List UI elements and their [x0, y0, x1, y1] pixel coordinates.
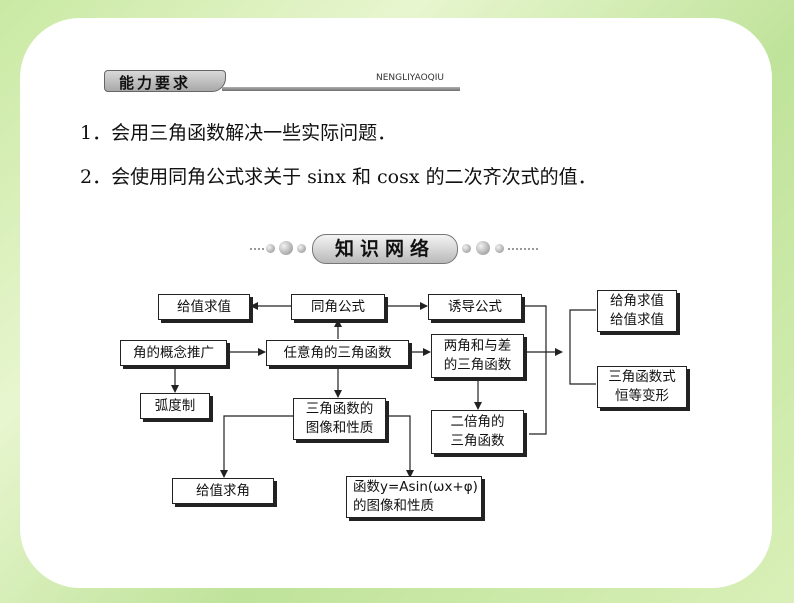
header-dot-right-2 — [476, 241, 490, 255]
node-sum-difference: 两角和与差 的三角函数 — [431, 334, 524, 378]
header-dot-left-3 — [297, 244, 306, 253]
node-given-value-find-value: 给值求值 — [158, 294, 250, 320]
knowledge-network-title: 知识网络 — [334, 238, 435, 260]
node-same-angle-formula: 同角公式 — [291, 294, 385, 320]
section-header-underline — [222, 87, 460, 91]
section-header-title: 能力要求 — [119, 74, 192, 92]
section-header-pill: 能力要求 — [104, 70, 226, 92]
knowledge-network-plate: 知识网络 — [312, 234, 458, 264]
header-dot-right-3 — [495, 244, 504, 253]
knowledge-network-header: 知识网络 — [250, 232, 540, 266]
node-asin-function: 函数y=Asin(ωx+φ) 的图像和性质 — [346, 476, 482, 518]
node-given-value-find-angle: 给值求角 — [172, 478, 274, 504]
node-induction-formula: 诱导公式 — [428, 294, 522, 320]
header-dash-left — [250, 248, 264, 251]
node-trig-graph: 三角函数的 图像和性质 — [293, 398, 386, 440]
node-double-angle: 二倍角的 三角函数 — [431, 410, 524, 454]
node-identity-transform: 三角函数式 恒等变形 — [597, 366, 687, 408]
header-dash-right — [508, 248, 538, 251]
requirement-item-1: 1．会用三角函数解决一些实际问题． — [80, 122, 397, 144]
header-dot-left-1 — [266, 244, 275, 253]
header-dot-right-1 — [462, 244, 471, 253]
node-angle-value: 给角求值 给值求值 — [597, 290, 677, 332]
section-header-ability: 能力要求 NENGLIYAOQIU — [104, 70, 460, 92]
section-header-pinyin: NENGLIYAOQIU — [376, 73, 445, 83]
node-radian: 弧度制 — [140, 393, 210, 419]
header-dot-left-2 — [279, 241, 293, 255]
requirement-item-2: 2．会使用同角公式求关于 sinx 和 cosx 的二次齐次式的值． — [80, 166, 597, 188]
node-angle-concept: 角的概念推广 — [120, 340, 227, 366]
node-arbitrary-angle-trig: 任意角的三角函数 — [266, 340, 409, 366]
